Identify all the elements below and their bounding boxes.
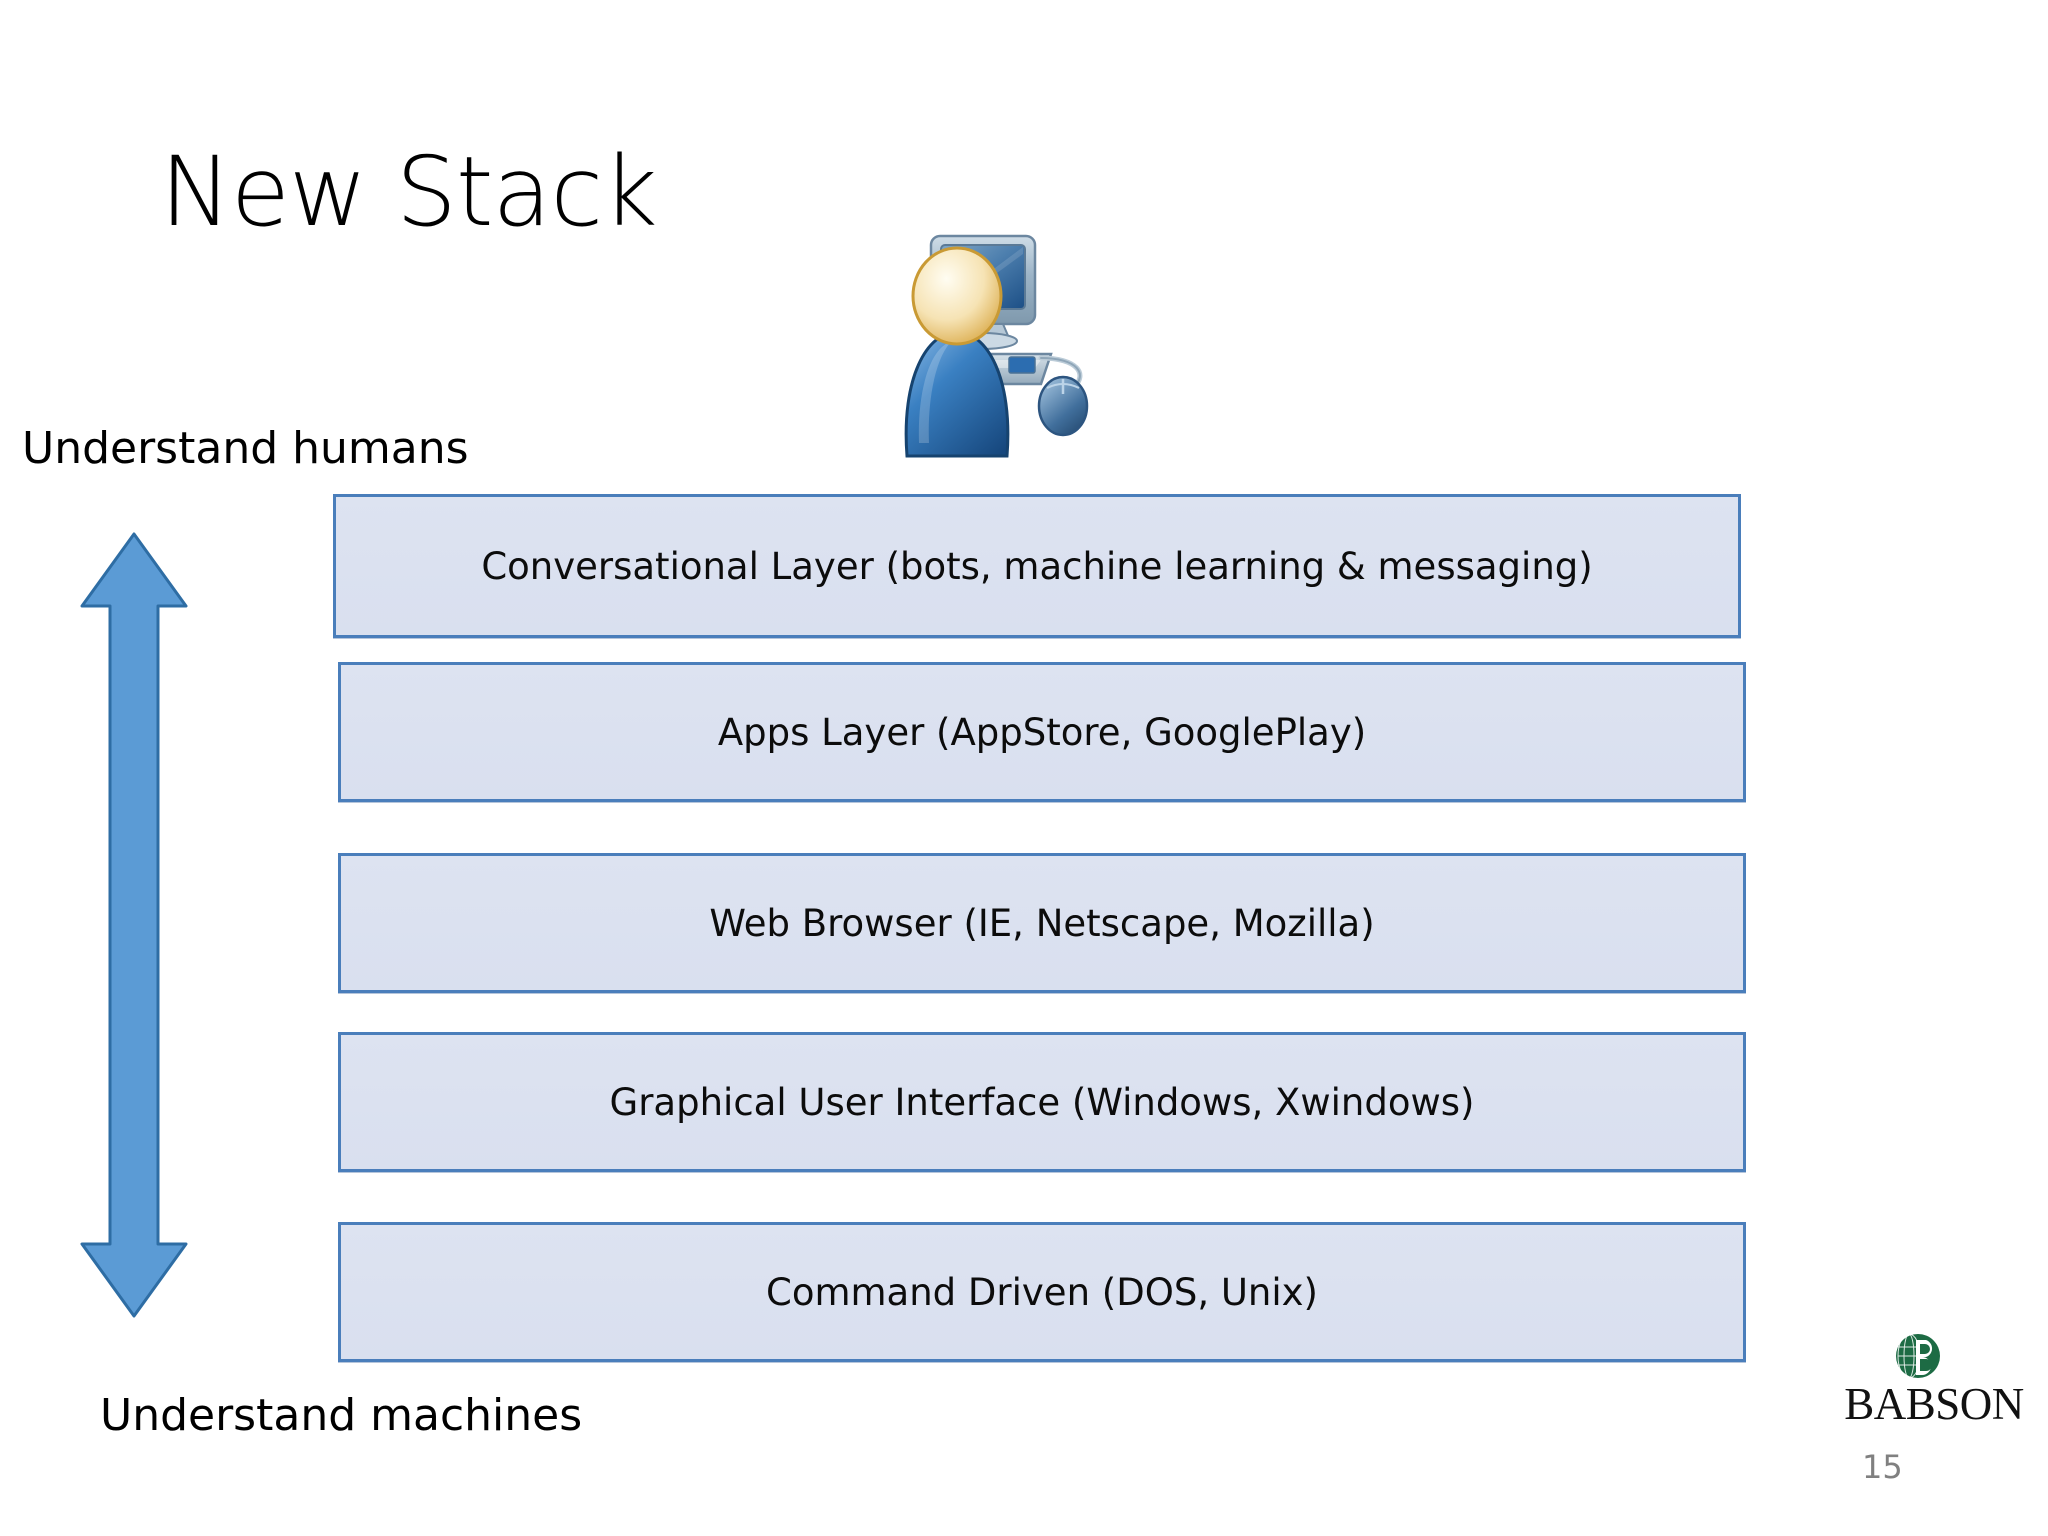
page-number: 15 — [1862, 1448, 1903, 1486]
stack-layer-command[interactable]: Command Driven (DOS, Unix) — [338, 1222, 1746, 1362]
stack-layer-apps[interactable]: Apps Layer (AppStore, GooglePlay) — [338, 662, 1746, 802]
axis-label-understand-humans: Understand humans — [22, 423, 469, 474]
stack-layer-label: Apps Layer (AppStore, GooglePlay) — [717, 710, 1367, 754]
axis-label-understand-machines: Understand machines — [100, 1390, 583, 1441]
user-at-computer-icon — [845, 228, 1115, 463]
stack-layer-conversational[interactable]: Conversational Layer (bots, machine lear… — [333, 494, 1741, 638]
babson-globe-b-icon — [1894, 1332, 1942, 1380]
double-headed-vertical-arrow-icon — [78, 530, 190, 1320]
stack-layer-label: Conversational Layer (bots, machine lear… — [481, 544, 1593, 588]
stack-layer-label: Graphical User Interface (Windows, Xwind… — [609, 1080, 1475, 1124]
babson-wordmark: BABSON — [1844, 1379, 2024, 1429]
page-title: New Stack — [160, 136, 658, 248]
stack-layer-label: Command Driven (DOS, Unix) — [766, 1270, 1318, 1314]
stack-layer-gui[interactable]: Graphical User Interface (Windows, Xwind… — [338, 1032, 1746, 1172]
babson-logo: BABSON — [1836, 1332, 2032, 1440]
stack-layer-browser[interactable]: Web Browser (IE, Netscape, Mozilla) — [338, 853, 1746, 993]
stack-layer-label: Web Browser (IE, Netscape, Mozilla) — [709, 901, 1375, 945]
